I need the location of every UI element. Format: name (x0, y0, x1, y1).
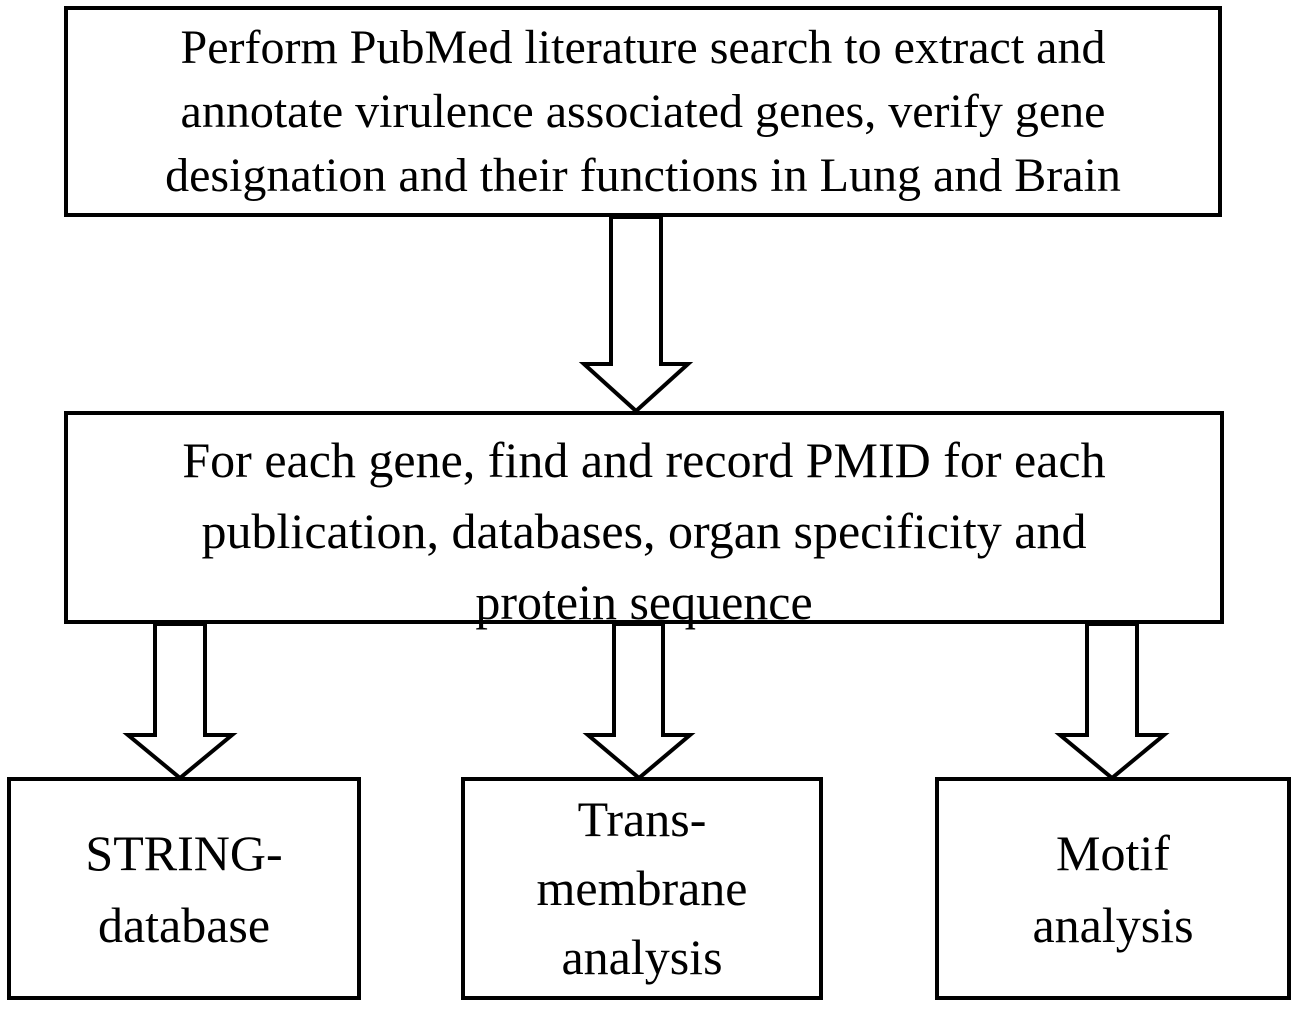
arrow-record-to-transmembrane (582, 622, 696, 781)
arrow-record-to-motif (1054, 622, 1170, 781)
step-text-line: designation and their functions in Lung … (165, 148, 1121, 202)
motif-analysis-text: Motif analysis (1032, 817, 1193, 961)
step-text-line: STRING- (85, 824, 283, 881)
literature-search-text: Perform PubMed literature search to extr… (165, 16, 1121, 208)
step-text-line: analysis (561, 929, 723, 985)
record-pmid-step: For each gene, find and record PMID for … (64, 411, 1224, 630)
step-text-line: Motif (1056, 824, 1170, 881)
step-text-line: database (97, 896, 271, 953)
arrow-record-to-string (122, 622, 238, 781)
literature-search-step: Perform PubMed literature search to extr… (64, 6, 1222, 217)
step-text-line: annotate virulence associated genes, ver… (180, 84, 1106, 138)
arrow-search-to-record (578, 215, 694, 414)
step-text-line: publication, databases, organ specificit… (201, 503, 1087, 559)
transmembrane-analysis-step: Trans- membrane analysis (461, 777, 823, 1000)
step-text-line: analysis (1032, 896, 1194, 953)
record-pmid-text: For each gene, find and record PMID for … (182, 425, 1105, 638)
motif-analysis-step: Motif analysis (935, 777, 1291, 1000)
string-database-step: STRING- database (7, 777, 361, 1000)
step-text-line: membrane (536, 860, 748, 916)
transmembrane-analysis-text: Trans- membrane analysis (536, 785, 747, 992)
string-database-text: STRING- database (85, 817, 282, 961)
step-text-line: protein sequence (475, 574, 813, 630)
step-text-line: Perform PubMed literature search to extr… (180, 20, 1106, 74)
step-text-line: For each gene, find and record PMID for … (182, 432, 1106, 488)
step-text-line: Trans- (577, 791, 707, 847)
